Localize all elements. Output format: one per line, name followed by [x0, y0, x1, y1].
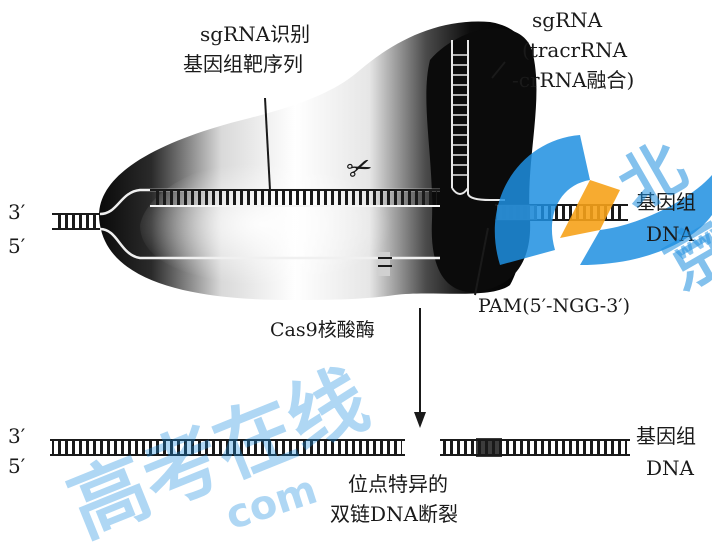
bottom-three-prime: 3′ — [8, 424, 26, 448]
sgrna-pointer — [491, 61, 506, 79]
cas9-highlight — [140, 150, 430, 285]
sgrna-recognize-label-line1: sgRNA识别 — [200, 22, 311, 46]
top-five-prime: 5′ — [8, 234, 26, 258]
top-dna-left — [52, 213, 100, 230]
lower-strand-cut — [378, 252, 392, 276]
genomic-dna-top-line1: 基因组 — [636, 190, 696, 214]
pam-pointer — [474, 227, 489, 296]
sgrna-hairpin-rungs — [452, 54, 468, 176]
sgrna-label-line3: -crRNA融合) — [512, 68, 635, 92]
cas9-label: Cas9核酸酶 — [270, 319, 375, 341]
genomic-dna-top-line2: DNA — [646, 222, 694, 246]
top-three-prime: 3′ — [8, 200, 26, 224]
bottom-five-prime: 5′ — [8, 454, 26, 478]
top-dna-unwound — [99, 188, 440, 260]
cleavage-label-line2: 双链DNA断裂 — [330, 502, 458, 526]
pam-label: PAM(5′-NGG-3′) — [478, 295, 631, 317]
watermark — [494, 135, 712, 265]
genomic-dna-bottom-line1: 基因组 — [636, 424, 696, 448]
sgrna-label-line1: sgRNA — [532, 8, 603, 32]
sgrna-recognize-label-line2: 基因组靶序列 — [183, 52, 303, 76]
cleavage-label-line1: 位点特异的 — [348, 472, 448, 496]
crispr-cas9-diagram: ✂ — [50, 21, 712, 457]
bottom-dna-left — [50, 439, 405, 456]
reaction-arrow — [414, 308, 426, 428]
genomic-dna-bottom-line2: DNA — [646, 456, 694, 480]
bottom-dna-right — [440, 438, 630, 457]
recognition-pointer — [264, 97, 271, 191]
sgrna-label-line2: (tracrRNA — [522, 38, 628, 62]
sgrna-target-duplex — [150, 189, 440, 207]
